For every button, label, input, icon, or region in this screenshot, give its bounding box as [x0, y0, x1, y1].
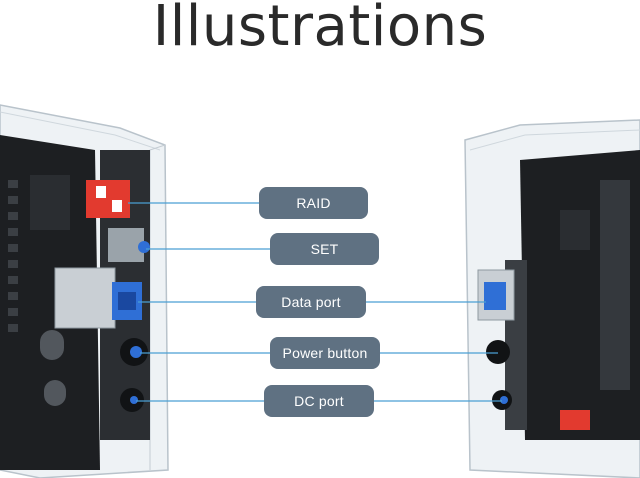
page-title: Illustrations — [152, 0, 488, 59]
label-power-button: Power button — [270, 337, 380, 369]
label-set: SET — [270, 233, 379, 265]
leader-lines — [128, 202, 502, 402]
right-enclosure — [464, 119, 640, 478]
label-data-port: Data port — [256, 286, 366, 318]
left-enclosure — [0, 104, 169, 478]
label-dc-port: DC port — [264, 385, 374, 417]
label-raid: RAID — [259, 187, 368, 219]
